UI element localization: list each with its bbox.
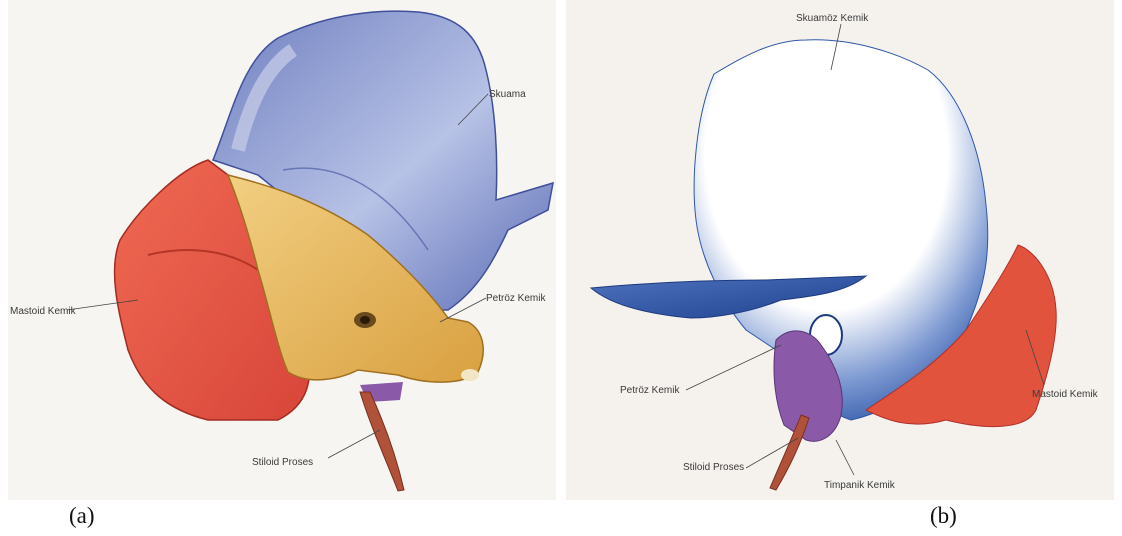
label-mastoid-kemik-b: Mastoid Kemik — [1032, 389, 1099, 400]
styloid-process-shape — [360, 392, 404, 491]
label-petroz-kemik-a: Petröz Kemik — [486, 293, 546, 304]
temporal-bone-medial-illustration: Skuamöz Kemik Petröz Kemik Mastoid Kemik… — [566, 0, 1114, 500]
temporal-bone-lateral-illustration: Skuama Mastoid Kemik Petröz Kemik Stiloi… — [8, 0, 556, 500]
label-petroz-kemik-b: Petröz Kemik — [620, 385, 680, 396]
figure-panel-b: Skuamöz Kemik Petröz Kemik Mastoid Kemik… — [566, 0, 1114, 500]
label-timpanik-kemik: Timpanik Kemik — [824, 480, 896, 491]
label-stiloid-proses-a: Stiloid Proses — [252, 457, 313, 468]
label-skuamoz-kemik: Skuamöz Kemik — [796, 13, 869, 24]
label-mastoid-kemik-a: Mastoid Kemik — [10, 306, 77, 317]
figure-panel-a: Skuama Mastoid Kemik Petröz Kemik Stiloi… — [8, 0, 556, 500]
label-squama: Skuama — [489, 89, 526, 100]
label-stiloid-proses-b: Stiloid Proses — [683, 462, 744, 473]
caption-b: (b) — [930, 503, 957, 529]
caption-a: (a) — [69, 503, 95, 529]
